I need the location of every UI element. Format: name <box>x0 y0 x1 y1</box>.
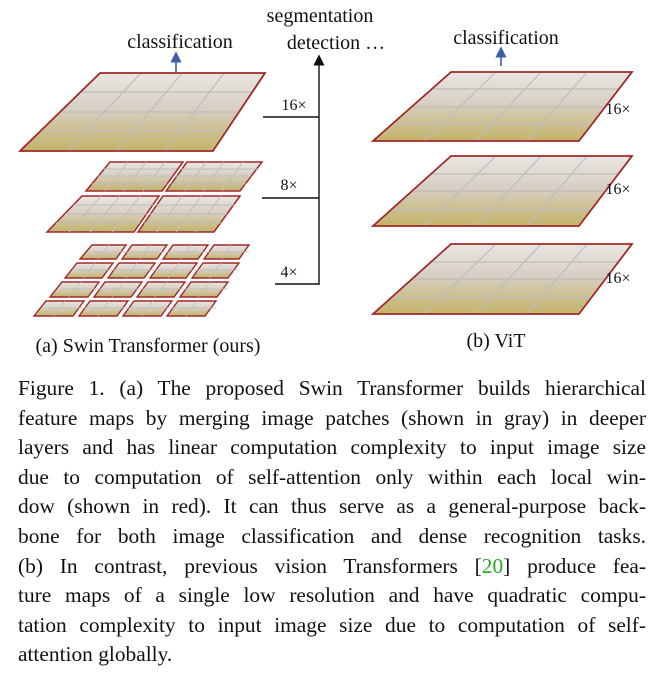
vit-layer-bottom <box>370 243 634 315</box>
caption-line: feature maps by merging image patches (s… <box>18 405 646 430</box>
figure-caption: Figure 1. (a) The proposed Swin Transfor… <box>18 374 646 670</box>
swin-scale-16: 16× <box>281 97 306 114</box>
vit-subcaption: (b) ViT <box>467 330 526 352</box>
caption-line: tation complexity to input image size du… <box>18 612 646 637</box>
caption-line: layers and has linear computation comple… <box>18 435 646 460</box>
caption-line: dow (shown in red). It can thus serve as… <box>18 494 646 519</box>
swin-scale-8: 8× <box>280 177 297 194</box>
caption-line: Figure 1. (a) The proposed Swin Transfor… <box>18 376 646 400</box>
caption-text: ] produce fea- <box>503 553 646 578</box>
caption-line: bone for both image classification and d… <box>18 523 646 548</box>
vit-scale-top: 16× <box>605 101 630 118</box>
caption-line: ture maps of a single low resolution and… <box>18 583 646 608</box>
vit-scale-middle: 16× <box>605 181 630 198</box>
swin-scale-4: 4× <box>280 264 297 281</box>
vit-layer-top <box>370 71 634 142</box>
caption-text: (b) In contrast, previous vision Transfo… <box>18 553 482 578</box>
vit-classification-label: classification <box>453 27 559 49</box>
caption-line-with-citation: (b) In contrast, previous vision Transfo… <box>18 552 646 582</box>
caption-line: attention globally. <box>18 642 173 667</box>
swin-layer-4x <box>32 244 251 317</box>
vit-scale-bottom: 16× <box>605 270 630 287</box>
swin-subcaption: (a) Swin Transformer (ours) <box>36 335 261 357</box>
swin-layer-8x <box>45 161 264 233</box>
swin-detection-label: detection … <box>287 32 385 54</box>
swin-classification-label: classification <box>127 31 233 53</box>
vit-layer-middle <box>370 155 634 227</box>
citation-link[interactable]: 20 <box>481 553 504 578</box>
figure-1: classification segmentation detection … … <box>18 5 634 357</box>
caption-line: due to computation of self-attention onl… <box>18 464 646 489</box>
swin-layer-16x <box>18 72 267 152</box>
swin-segmentation-label: segmentation <box>267 5 374 27</box>
